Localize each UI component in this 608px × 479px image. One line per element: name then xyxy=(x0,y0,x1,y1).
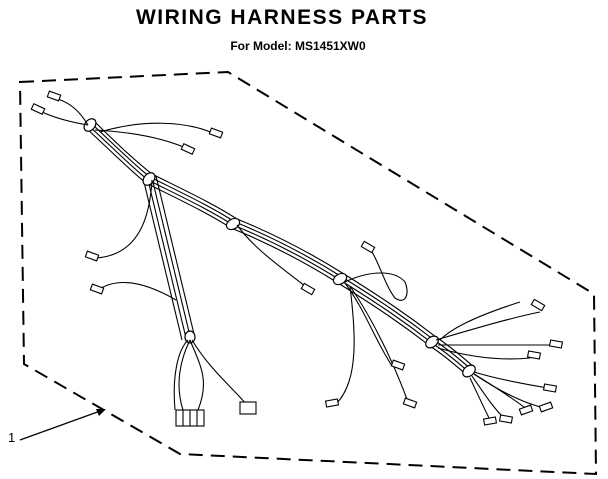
leader-arrowhead xyxy=(96,409,106,416)
harness-clamps xyxy=(83,118,476,378)
part-callout-number: 1 xyxy=(8,430,16,445)
model-subtitle: For Model: MS1451XW0 xyxy=(230,39,366,53)
branch-wires xyxy=(41,98,556,421)
harness-trunk xyxy=(85,118,475,377)
terminal-connectors xyxy=(30,90,564,427)
leader-line xyxy=(19,409,104,441)
page-title: WIRING HARNESS PARTS xyxy=(135,6,429,29)
dashed-boundary xyxy=(18,70,598,476)
